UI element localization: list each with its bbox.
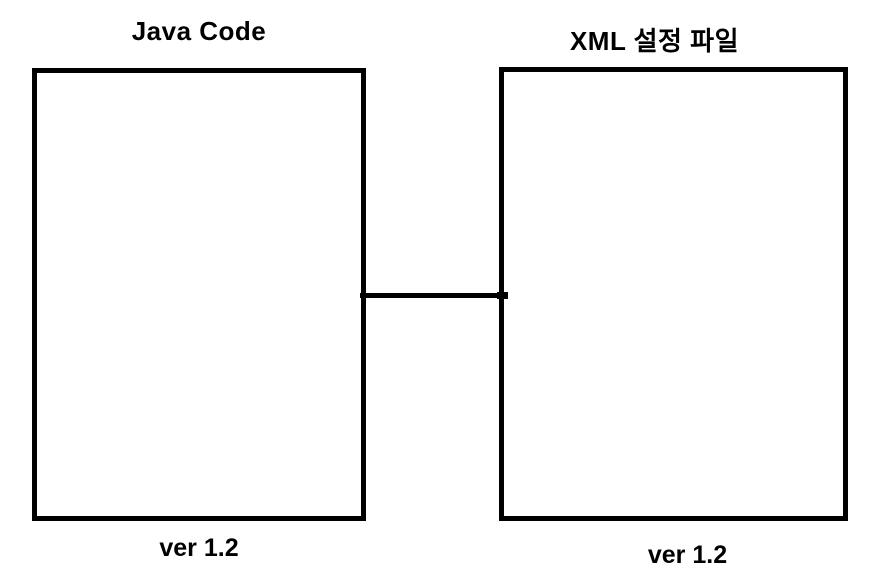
left-box-version-label: ver 1.2 [159, 534, 239, 562]
right-box-title: XML 설정 파일 [569, 26, 740, 56]
connector-endpoint-dot [497, 292, 508, 299]
connector-line [360, 293, 505, 298]
xml-config-box [499, 67, 848, 521]
right-box-version-label: ver 1.2 [647, 541, 728, 569]
java-code-box [32, 68, 366, 521]
left-box-title: Java Code [131, 16, 267, 46]
